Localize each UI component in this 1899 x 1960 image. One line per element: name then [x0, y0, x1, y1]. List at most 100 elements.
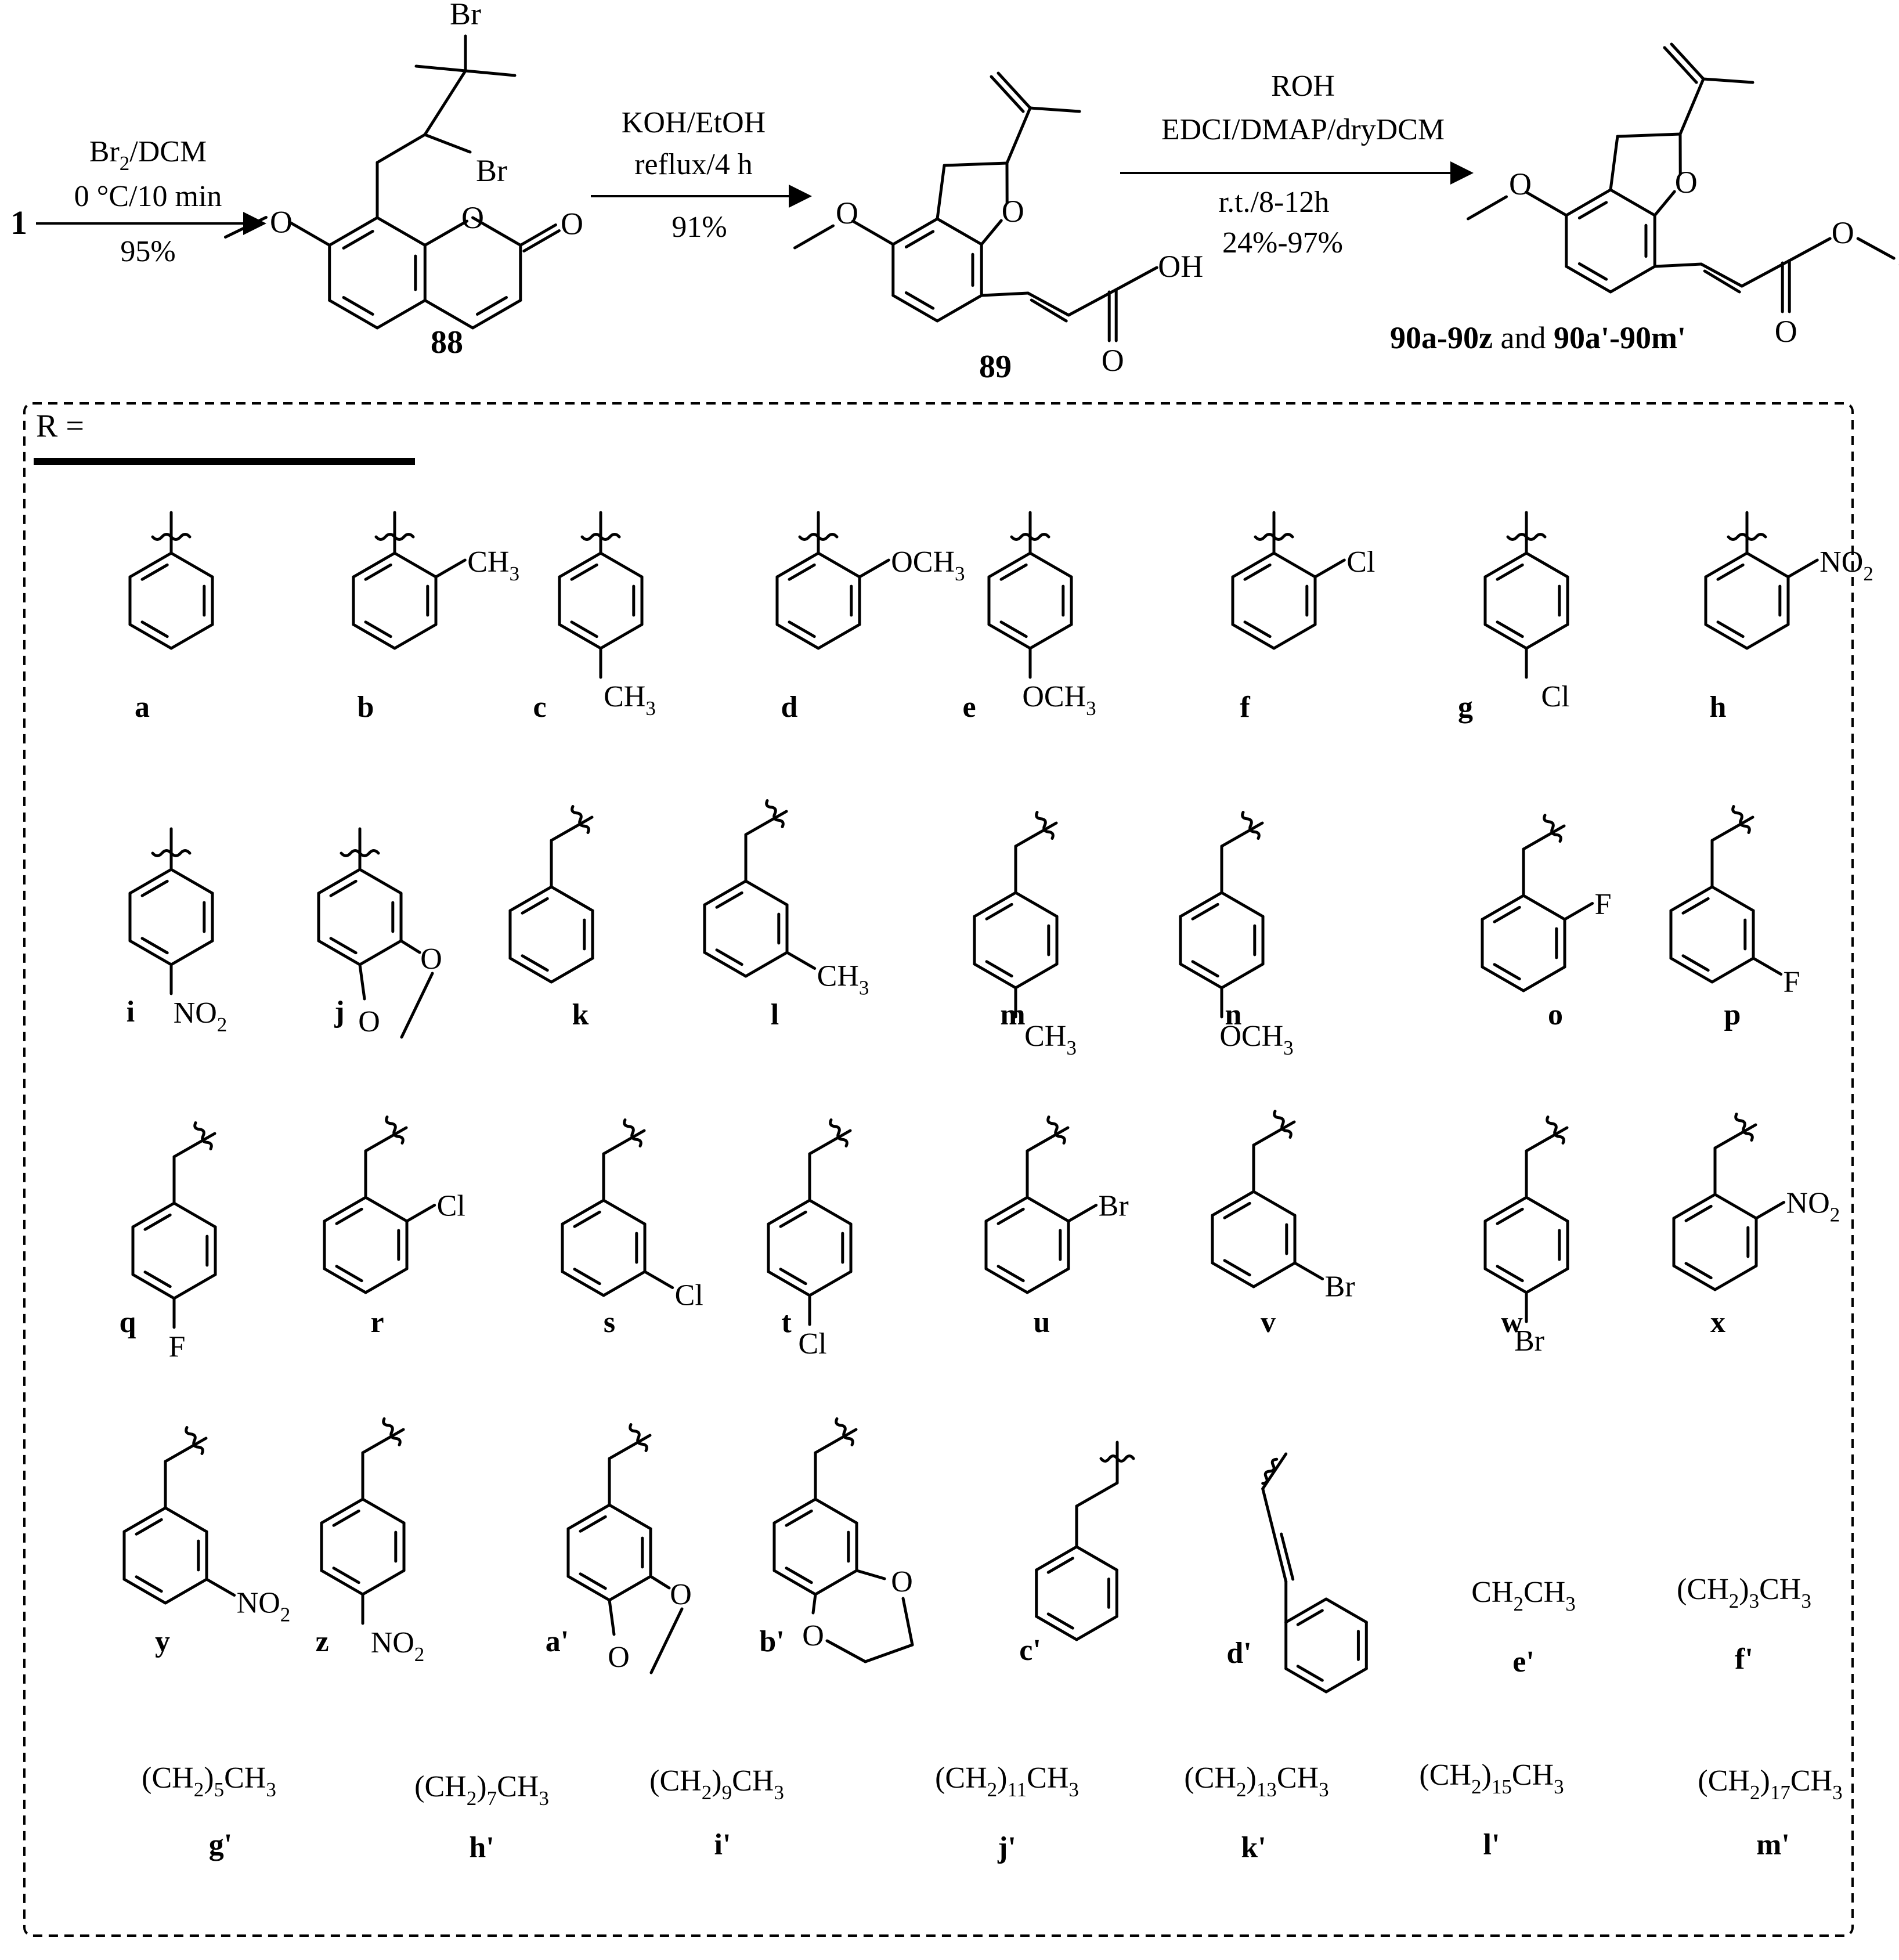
attachment-bond	[550, 815, 594, 842]
compound-88-label: 88	[431, 324, 463, 360]
ring-bond	[825, 1639, 867, 1663]
step1-reagent: Br2/DCM	[89, 135, 207, 175]
ring-bond	[936, 164, 946, 221]
substituent: NO2	[371, 1626, 425, 1666]
r-group: R	[1898, 257, 1899, 292]
alkyl-formula: CH2CH3	[1471, 1576, 1576, 1615]
ring-double-bond	[135, 1518, 163, 1536]
methoxy-oxygen: O	[836, 196, 858, 230]
ring-bond	[508, 956, 553, 984]
substituent-bond	[1754, 1201, 1786, 1220]
ring-double-bond	[573, 1210, 601, 1228]
ring-double-bond	[1296, 1609, 1324, 1626]
ring-bond	[1324, 1667, 1368, 1694]
substituent: Cl	[675, 1279, 703, 1312]
ring-bond	[1653, 190, 1676, 217]
ring-oxygen: O	[358, 1005, 380, 1038]
ring-double-bond	[570, 563, 598, 581]
ring-bond	[599, 551, 644, 579]
ring-oxygen: O	[802, 1619, 824, 1652]
r-group-letter: b'	[759, 1625, 784, 1658]
ring-bond	[323, 1267, 367, 1294]
ring-bond	[767, 1270, 811, 1297]
hydroxyl: OH	[1158, 249, 1203, 284]
r-group-letter: u	[1034, 1306, 1050, 1339]
attachment-bond	[602, 1129, 646, 1156]
ring-bond	[393, 551, 438, 579]
substituent-bond	[858, 558, 890, 579]
ring-bond	[775, 551, 820, 579]
substituent: CH3	[817, 960, 869, 999]
ring-bond	[602, 1199, 647, 1226]
ring-bond	[550, 885, 594, 912]
ring-bond	[364, 1196, 409, 1223]
attachment-bond	[1220, 821, 1264, 848]
methoxy-bond	[851, 219, 895, 246]
furan-oxygen: O	[1002, 194, 1024, 229]
ring-bond	[608, 1503, 652, 1531]
ring-double-bond	[140, 937, 169, 955]
r-group-v: Brv	[1211, 1109, 1355, 1339]
ring-double-bond	[1716, 620, 1745, 638]
ring-bond	[1483, 623, 1528, 650]
ring-bond	[1669, 885, 1714, 912]
methoxy-bond	[1525, 190, 1568, 217]
ring-double-bond	[1496, 620, 1524, 638]
alkyl-formula: (CH2)11CH3	[935, 1762, 1079, 1801]
substituent: NO2	[174, 997, 228, 1036]
ring-bond	[1252, 1190, 1297, 1217]
substituent: F	[1784, 966, 1800, 999]
ring-bond	[649, 1607, 684, 1674]
ring-double-bond	[997, 1207, 1025, 1225]
step2-conditions: reflux/4 h	[634, 148, 753, 181]
ring-bond	[936, 294, 983, 323]
ring-double-bond	[1046, 1557, 1074, 1574]
r-group-letter: h	[1710, 691, 1727, 724]
attachment-bond	[1713, 1123, 1757, 1150]
double-bond	[904, 291, 935, 310]
r-group-letter: s	[604, 1306, 615, 1339]
ring-bond	[1565, 265, 1612, 294]
substituent-bond	[434, 558, 467, 579]
methoxy-oxygen: O	[1509, 167, 1532, 201]
ring-bond	[508, 885, 553, 912]
ring-bond	[376, 299, 427, 330]
double-bond	[475, 296, 508, 316]
chain-bond	[1114, 266, 1158, 291]
ring-double-bond	[1191, 960, 1219, 978]
carbonyl-bond	[519, 223, 557, 247]
ring-bond	[1284, 1597, 1328, 1624]
ring-bond	[393, 623, 438, 650]
ring-bond	[767, 1199, 811, 1226]
r-group-letter: r	[370, 1306, 384, 1339]
ring-bond	[936, 217, 983, 246]
alkyl-formula: (CH2)3CH3	[1677, 1573, 1811, 1612]
substituent: Br	[1099, 1190, 1129, 1223]
chain-bond	[1699, 262, 1743, 288]
ring-bond	[364, 1267, 409, 1294]
substituent: Cl	[437, 1190, 465, 1223]
ring-bond	[814, 1497, 858, 1525]
ring-bond	[317, 868, 362, 895]
r-group-letter: v	[1261, 1306, 1276, 1339]
chain-bond	[1653, 262, 1703, 268]
r-panel-header: R =	[36, 408, 84, 444]
double-bond	[904, 230, 935, 249]
attachment-squiggle	[1543, 813, 1562, 843]
chain-bond	[1273, 1533, 1288, 1583]
substituent: CH3	[604, 680, 656, 720]
ring-oxygen: O	[608, 1641, 630, 1674]
r-group-letter: c'	[1019, 1634, 1041, 1667]
alkyl-formula: (CH2)15CH3	[1419, 1759, 1564, 1798]
r-group-letter: l	[771, 998, 779, 1031]
ring-double-bond	[335, 1207, 363, 1225]
attachment-bond	[1252, 1120, 1296, 1147]
ring-bond	[602, 1270, 647, 1297]
ring-bond	[561, 1270, 605, 1297]
r-group-letter: e	[962, 691, 976, 724]
